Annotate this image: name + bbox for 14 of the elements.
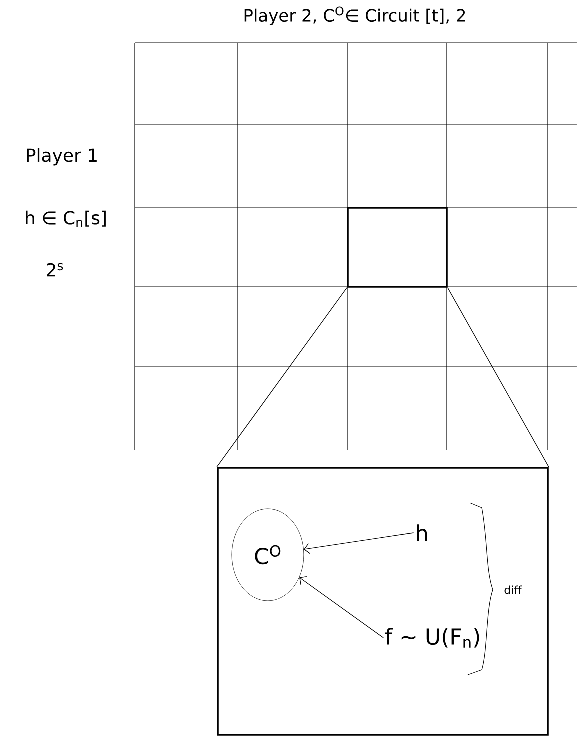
input-label: f ~ U(F$_{n}$) [385, 628, 480, 648]
title: Player 2, C$^{O}$∈ Circuit [t], 2 [244, 6, 466, 26]
arrow [304, 532, 414, 554]
player-label: Player 1 [27, 148, 97, 166]
zoom-box [217, 467, 549, 736]
count-label: 2$^{s}$ [47, 263, 64, 277]
zoom-line [448, 288, 550, 468]
strategy-label: h ∈ C$_{n}$[s] [26, 210, 106, 228]
arrow [300, 576, 384, 638]
input-label: h [417, 524, 428, 542]
highlighted-cell [347, 207, 448, 288]
bracket-label: diff [504, 586, 522, 594]
ellipse-node: C$^{O}$ [232, 508, 304, 602]
zoom-line [216, 288, 348, 468]
